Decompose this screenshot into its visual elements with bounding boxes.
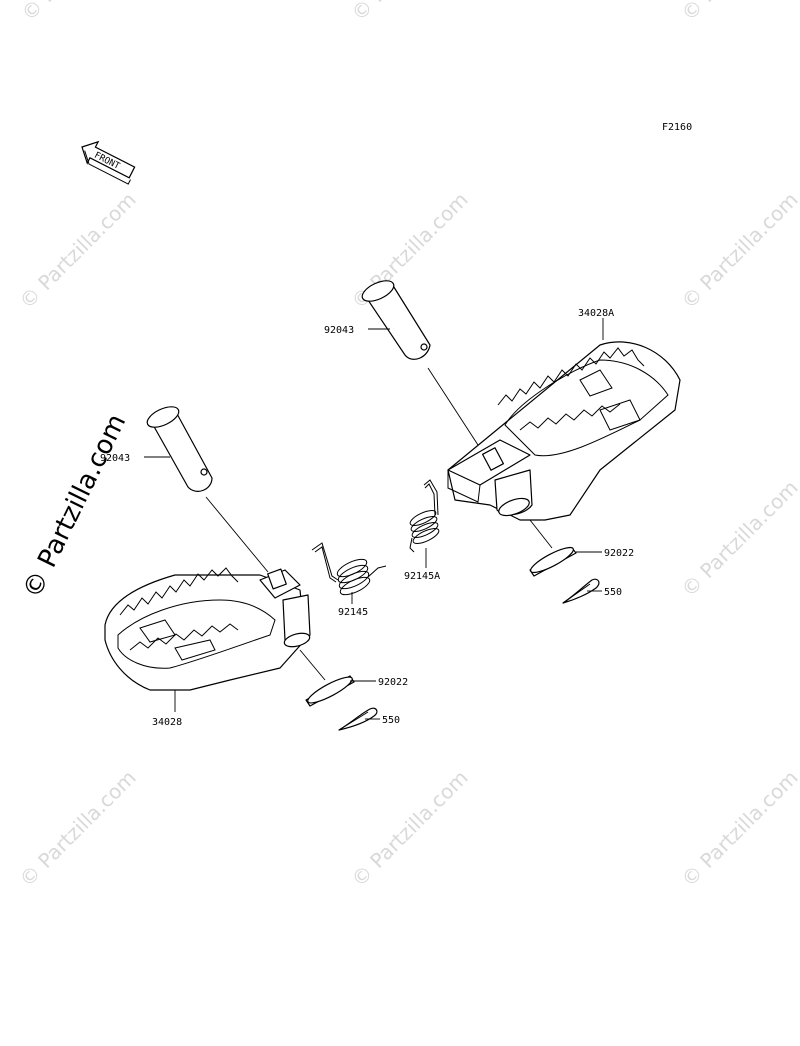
spring-left	[311, 542, 387, 596]
callout-pin-left: 92043	[100, 453, 130, 464]
callout-washer-left: 92022	[378, 677, 408, 688]
callout-spring-left: 92145	[338, 607, 368, 618]
callout-spring-right: 92145A	[404, 571, 440, 582]
figure-code: F2160	[662, 122, 692, 133]
washer-left	[305, 675, 355, 707]
callout-cotter-right: 550	[604, 587, 622, 598]
pin-upper	[361, 280, 431, 360]
watermark: © Partzilla.com	[677, 0, 800, 26]
assembly-lines	[205, 367, 553, 681]
callout-labels: 92043 34028A 92043 92022 550 92145A 9214…	[100, 308, 634, 728]
leader-lines	[144, 318, 604, 720]
watermark: © Partzilla.com	[347, 765, 473, 891]
footpeg-right	[447, 341, 681, 521]
watermark: © Partzilla.com	[347, 0, 473, 26]
watermark: © Partzilla.com	[677, 765, 800, 891]
front-arrow-icon: FRONT	[81, 140, 136, 185]
watermark-layer: © Partzilla.com © Partzilla.com © Partzi…	[15, 0, 800, 892]
callout-cotter-left: 550	[382, 715, 400, 726]
footpeg-left	[104, 567, 311, 691]
callout-pin-upper: 92043	[324, 325, 354, 336]
cotter-left	[338, 707, 378, 731]
side-watermark: © Partzilla.com	[17, 410, 132, 603]
washer-right	[529, 546, 577, 577]
watermark: © Partzilla.com	[677, 187, 800, 313]
watermark: © Partzilla.com	[677, 475, 800, 601]
callout-peg-left: 34028	[152, 717, 182, 728]
watermark: © Partzilla.com	[17, 0, 143, 26]
callout-washer-right: 92022	[604, 548, 634, 559]
spring-right	[409, 479, 440, 553]
watermark: © Partzilla.com	[15, 187, 141, 313]
pin-left	[146, 406, 213, 492]
callout-peg-right: 34028A	[578, 308, 614, 319]
cotter-right	[562, 578, 600, 604]
watermark: © Partzilla.com	[15, 765, 141, 891]
